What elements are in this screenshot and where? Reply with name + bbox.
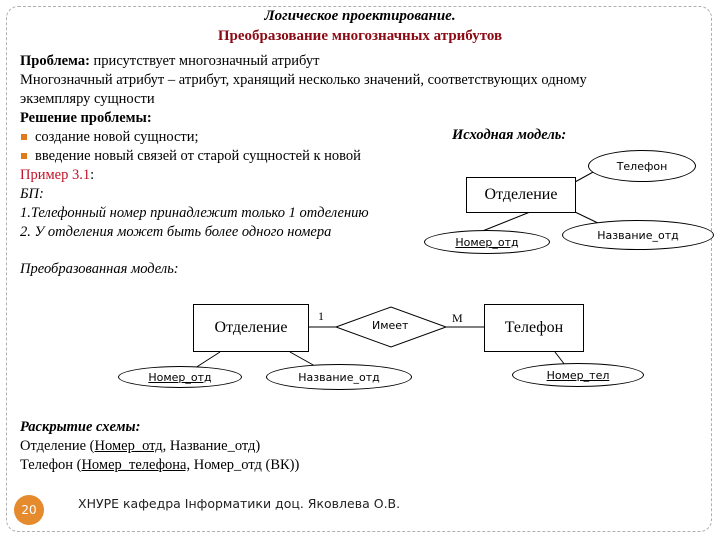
relationship-label: Имеет (372, 319, 409, 332)
footer-text: ХНУРЕ кафедра Інформатики доц. Яковлева … (78, 496, 401, 511)
solution-item-2-text: введение новый связей от старой сущносте… (35, 148, 361, 164)
slide-title: Логическое проектирование. (264, 8, 456, 24)
problem-text: присутствует многозначный атрибут (89, 53, 320, 69)
problem-line: Проблема: присутствует многозначный атри… (20, 52, 319, 71)
solution-item-2: введение новый связей от старой сущносте… (20, 147, 361, 166)
cardinality-one: 1 (318, 309, 324, 323)
example-rule-2: 2. У отделения может быть более одного н… (20, 224, 332, 240)
relationship-diamond (334, 306, 448, 348)
schema-relation-1-name: Отделение ( (20, 438, 95, 454)
page-number-badge: 20 (14, 495, 44, 525)
schema-label: Раскрытие схемы: (20, 419, 141, 435)
schema-relation-1-attrs: , Название_отд) (162, 438, 261, 454)
entity-phone: Телефон (484, 304, 584, 352)
schema-relation-2-name: Телефон ( (20, 457, 82, 473)
source-attr-number: Номер_отд (424, 230, 550, 254)
slide-subtitle: Преобразование многозначных атрибутов (217, 28, 503, 44)
bullet-icon (21, 152, 27, 159)
schema-relation-1-key: Номер_отд (94, 438, 163, 454)
source-model-label: Исходная модель: (452, 127, 567, 143)
schema-relation-2-key: Номер_телефона, (81, 457, 191, 473)
attr-department-number: Номер_отд (118, 366, 242, 388)
connector-line (194, 351, 221, 369)
solution-item-1: создание новой сущности; (20, 128, 199, 147)
connector-line (289, 351, 316, 367)
schema-relation-2: Телефон (Номер_телефона, Номер_отд (ВК)) (20, 456, 299, 475)
cardinality-many: М (452, 311, 463, 325)
definition-line-1: Многозначный атрибут – атрибут, хранящий… (20, 72, 587, 88)
solution-item-1-text: создание новой сущности; (35, 129, 199, 145)
solution-label: Решение проблемы: (20, 110, 152, 126)
example-colon: : (90, 167, 95, 183)
source-entity-department: Отделение (466, 177, 576, 213)
slide-frame (6, 6, 712, 532)
bullet-icon (21, 133, 27, 140)
source-attr-phone: Телефон (588, 150, 696, 182)
example-rule-1: 1.Телефонный номер принадлежит только 1 … (20, 205, 369, 221)
attr-phone-number: Номер_тел (512, 363, 644, 387)
connector-line (479, 211, 531, 233)
schema-relation-2-attrs: Номер_отд (ВК)) (190, 457, 300, 473)
attr-department-name: Название_отд (266, 364, 412, 390)
schema-relation-1: Отделение (Номер_отд, Название_отд) (20, 437, 260, 456)
problem-label: Проблема: (20, 53, 90, 69)
entity-department: Отделение (193, 304, 309, 352)
definition-line-2: экземпляру сущности (20, 91, 155, 107)
example-line: Пример 3.1: (20, 166, 94, 185)
example-label: Пример 3.1 (20, 167, 91, 183)
source-attr-name: Название_отд (562, 220, 714, 250)
example-bp: БП: (20, 186, 44, 202)
transformed-model-label: Преобразованная модель: (20, 261, 179, 277)
